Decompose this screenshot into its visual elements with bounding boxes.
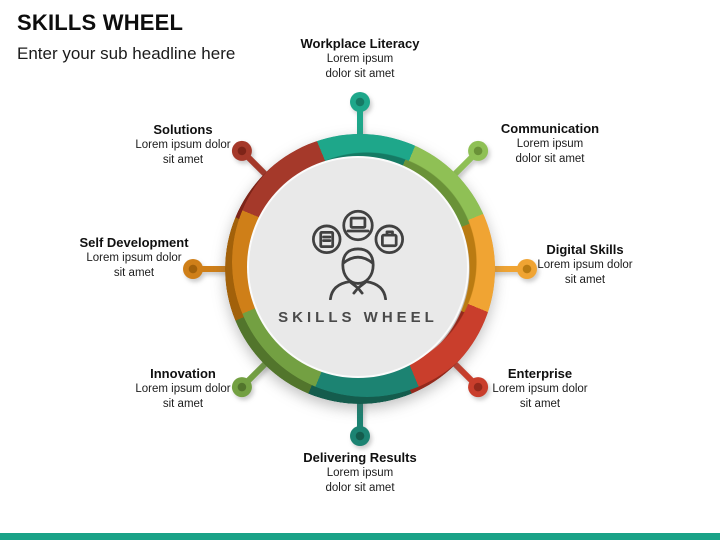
item-desc-line: Lorem ipsum <box>326 467 394 480</box>
item-desc-line: Lorem ipsum dolor <box>135 383 231 396</box>
item-desc-line: Lorem ipsum dolor <box>492 383 588 396</box>
item-title: Communication <box>500 121 600 136</box>
item-title: Digital Skills <box>546 242 624 257</box>
item-desc-line: sit amet <box>162 154 204 167</box>
item-title: Self Development <box>79 235 189 250</box>
item-title: Enterprise <box>507 366 573 381</box>
dot-delivering-results <box>350 426 370 446</box>
item-desc-line: sit amet <box>162 398 204 411</box>
wheel-hub: SKILLS WHEEL <box>247 156 469 378</box>
item-desc-line: Lorem ipsum dolor <box>537 259 633 272</box>
item-title: Innovation <box>150 366 216 381</box>
slide-title: SKILLS WHEEL <box>17 10 184 35</box>
item-desc-line: sit amet <box>519 398 561 411</box>
item-desc-line: Lorem ipsum <box>326 53 394 66</box>
item-desc-line: sit amet <box>564 274 606 287</box>
wheel-item-label-solutions: Solutions Lorem ipsum dolor sit amet <box>135 122 230 169</box>
wheel-item-label-delivering-results: Delivering Results Lorem ipsum dolor sit… <box>303 450 416 497</box>
item-desc-line: dolor sit amet <box>325 482 395 495</box>
wheel-item-label-digital-skills: Digital Skills Lorem ipsum dolor sit ame… <box>537 242 632 289</box>
spoke-workplace-literacy <box>357 101 363 151</box>
item-desc-line: dolor sit amet <box>515 153 585 166</box>
wheel-center-label: SKILLS WHEEL <box>278 309 438 326</box>
wheel-item-label-enterprise: Enterprise Lorem ipsum dolor sit amet <box>492 366 587 413</box>
wheel-item-label-workplace-literacy: Workplace Literacy Lorem ipsum dolor sit… <box>301 36 420 83</box>
item-desc-line: sit amet <box>113 267 155 280</box>
dot-workplace-literacy <box>350 92 370 112</box>
item-desc-line: Lorem ipsum <box>516 138 584 151</box>
skills-wheel-diagram: SKILLS WHEEL <box>225 134 495 404</box>
item-desc-line: Lorem ipsum dolor <box>86 252 182 265</box>
item-desc-line: Lorem ipsum dolor <box>135 139 231 152</box>
item-title: Solutions <box>153 122 213 137</box>
wheel-item-label-innovation: Innovation Lorem ipsum dolor sit amet <box>135 366 230 413</box>
bottom-accent-bar <box>0 533 720 540</box>
wheel-item-label-self-development: Self Development Lorem ipsum dolor sit a… <box>78 235 190 282</box>
wheel-item-label-communication: Communication Lorem ipsum dolor sit amet <box>501 121 599 168</box>
item-desc-line: dolor sit amet <box>325 68 395 81</box>
dot-digital-skills <box>517 259 537 279</box>
person-with-skill-bubbles-icon <box>311 209 404 300</box>
item-title: Delivering Results <box>303 450 417 465</box>
item-title: Workplace Literacy <box>300 36 420 51</box>
slide-subtitle: Enter your sub headline here <box>17 44 236 63</box>
